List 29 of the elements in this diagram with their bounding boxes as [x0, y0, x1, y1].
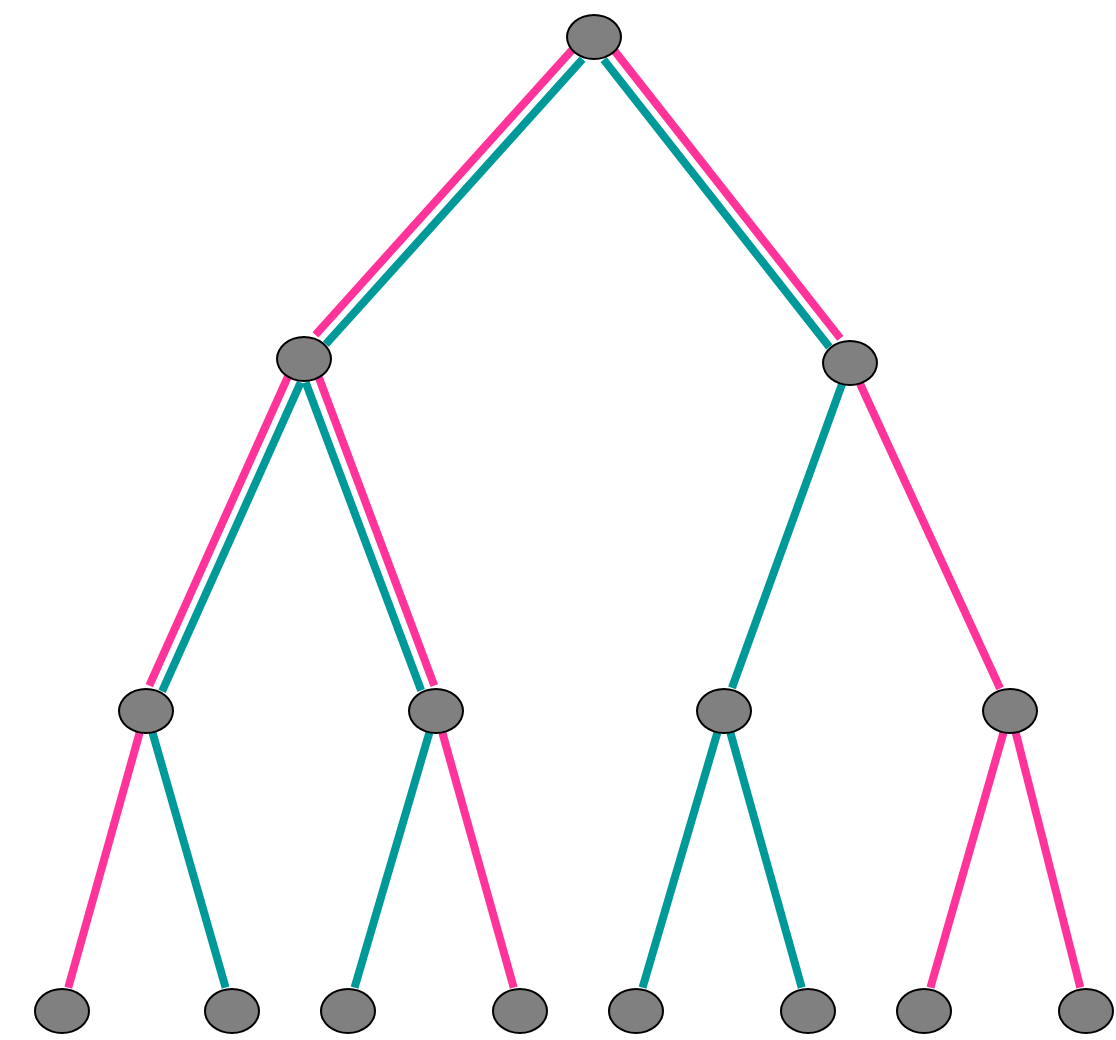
tree-edge	[350, 731, 434, 989]
tree-edge	[856, 381, 1004, 691]
tree-node	[204, 987, 260, 1033]
tree-node	[276, 335, 332, 381]
tree-node	[492, 987, 548, 1033]
tree-edge	[728, 382, 846, 690]
tree-node	[320, 987, 376, 1033]
tree-edge	[145, 375, 292, 688]
tree-edge	[315, 376, 439, 687]
tree-node	[118, 687, 174, 733]
tree-edge	[64, 731, 144, 989]
tree-node	[408, 687, 464, 733]
tree-node	[34, 987, 90, 1033]
tree-node	[696, 687, 752, 733]
tree-edge	[148, 731, 230, 989]
tree-edge	[726, 731, 806, 989]
tree-edge	[1011, 731, 1085, 989]
tree-edge	[926, 731, 1008, 989]
tree-node	[780, 987, 836, 1033]
tree-edge	[438, 731, 518, 989]
tree-node	[566, 13, 622, 59]
tree-edge	[301, 381, 425, 692]
tree-node	[1058, 987, 1114, 1033]
tree-node	[982, 687, 1038, 733]
tree-node	[608, 987, 664, 1033]
tree-edge	[638, 731, 722, 989]
tree-node	[896, 987, 952, 1033]
tree-node	[822, 339, 878, 385]
tree-edge	[158, 380, 305, 693]
